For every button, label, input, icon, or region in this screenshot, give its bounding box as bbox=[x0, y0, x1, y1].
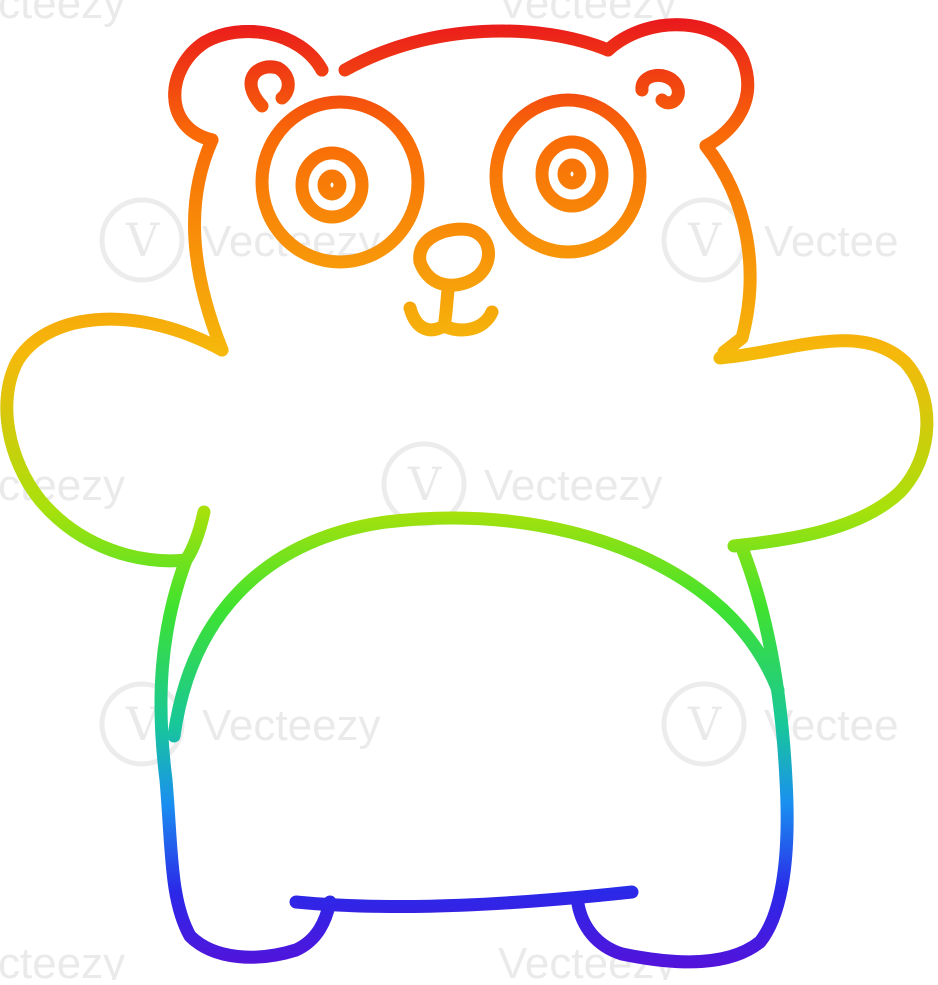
feet-line bbox=[289, 885, 639, 914]
watermark-logo-glyph: V bbox=[687, 697, 722, 751]
watermark-logo-glyph: V bbox=[125, 213, 160, 267]
watermark-logo-icon bbox=[661, 681, 747, 767]
left-eye-patch bbox=[255, 95, 425, 269]
watermark-text: Vectee bbox=[764, 217, 899, 266]
left-body-side bbox=[154, 553, 337, 964]
right-body-side bbox=[571, 541, 794, 969]
left-ear-outline bbox=[168, 25, 329, 147]
watermark-text: Vecteezy bbox=[202, 701, 381, 750]
watermark-logo-glyph: V bbox=[407, 457, 442, 511]
right-head-side bbox=[699, 139, 757, 359]
watermark-logo-icon bbox=[99, 197, 185, 283]
left-eye-ring bbox=[295, 146, 369, 224]
right-ear-outline bbox=[601, 18, 755, 153]
watermark-logo-glyph: V bbox=[687, 213, 722, 267]
panda-nose bbox=[413, 222, 495, 292]
left-arm-outline bbox=[0, 312, 229, 568]
watermark: cteezy Vecteezy V Vecteezy V Vectee ctee… bbox=[0, 0, 899, 985]
right-arm-outline bbox=[713, 334, 934, 553]
right-ear-inner bbox=[635, 69, 685, 110]
right-eye-pupil bbox=[557, 158, 587, 190]
watermark-text: cteezy bbox=[0, 0, 125, 28]
watermark-logo-glyph: V bbox=[125, 697, 160, 751]
left-eye-pupil bbox=[317, 169, 347, 201]
panda-mouth bbox=[403, 283, 499, 337]
watermark-text: cteezy bbox=[0, 939, 125, 980]
panda-belly-outline bbox=[167, 511, 785, 743]
left-ear-inner bbox=[244, 60, 295, 113]
panda-drawing bbox=[0, 18, 934, 969]
watermark-text: Vecteezy bbox=[484, 461, 663, 510]
right-eye-patch bbox=[489, 93, 647, 259]
right-eye-ring bbox=[535, 135, 609, 213]
